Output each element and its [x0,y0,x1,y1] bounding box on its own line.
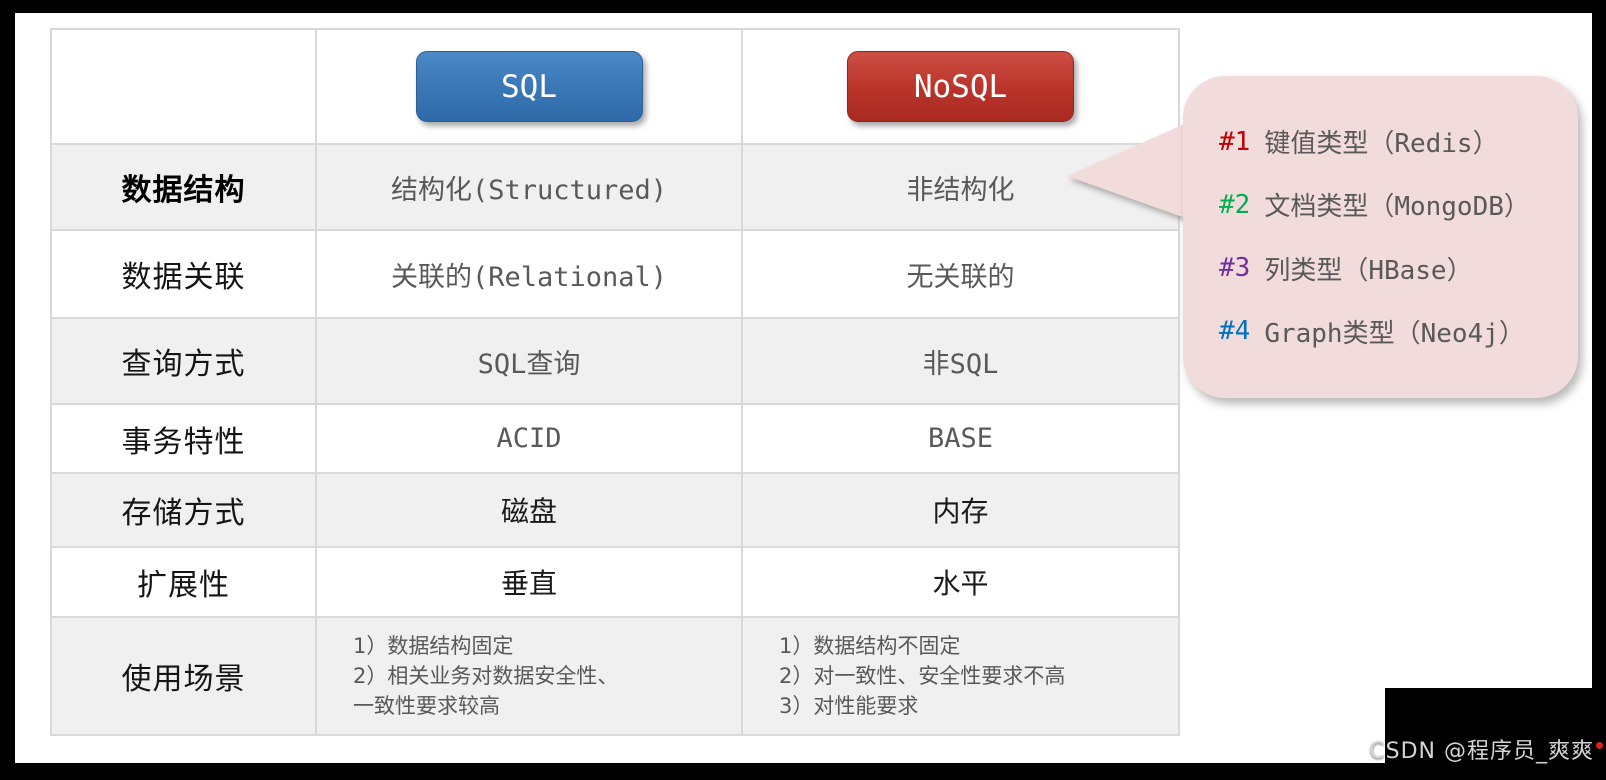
row-label-query-method: 查询方式 [52,319,315,403]
cell-nosql-data-relation: 无关联的 [743,231,1178,317]
red-dot [1596,742,1603,749]
nosql-types-callout: #1 键值类型（Redis） #2 文档类型（MongoDB） #3 列类型（H… [1183,76,1578,398]
sql-header-cell: SQL [317,30,741,143]
sql-use-case-line: 2）相关业务对数据安全性、 [353,664,619,688]
callout-item-graph: #4 Graph类型（Neo4j） [1219,313,1558,350]
cell-sql-transaction: ACID [317,405,741,472]
sql-use-case-line: 一致性要求较高 [353,694,500,718]
row-label-use-case: 使用场景 [52,618,315,734]
row-label-scalability: 扩展性 [52,548,315,616]
row-label-data-relation: 数据关联 [52,231,315,317]
nosql-header-cell: NoSQL [743,30,1178,143]
cell-sql-scalability: 垂直 [317,548,741,616]
row-label-transaction: 事务特性 [52,405,315,472]
sql-use-case-line: 1）数据结构固定 [353,634,514,658]
nosql-button[interactable]: NoSQL [847,51,1074,122]
cell-nosql-query-method: 非SQL [743,319,1178,403]
cell-sql-data-relation: 关联的(Relational) [317,231,741,317]
cell-nosql-use-case: 1）数据结构不固定 2）对一致性、安全性要求不高 3）对性能要求 [743,618,1178,734]
sql-button[interactable]: SQL [415,51,643,122]
bottom-right-black-region [1385,688,1606,780]
callout-num-3: #3 [1219,253,1251,284]
nosql-use-case-line: 2）对一致性、安全性要求不高 [779,664,1066,688]
callout-num-2: #2 [1219,189,1251,220]
callout-text-document: 文档类型（MongoDB） [1264,192,1530,223]
row-label-data-structure: 数据结构 [52,145,315,229]
cell-sql-use-case: 1）数据结构固定 2）相关业务对数据安全性、 一致性要求较高 [317,618,741,734]
nosql-use-case-line: 1）数据结构不固定 [779,634,961,658]
callout-item-column: #3 列类型（HBase） [1219,250,1558,287]
callout-num-4: #4 [1219,316,1251,347]
callout-item-document: #2 文档类型（MongoDB） [1219,186,1558,223]
callout-tail [1067,115,1205,225]
cell-nosql-transaction: BASE [743,405,1178,472]
cell-nosql-storage: 内存 [743,474,1178,546]
comparison-table: SQL NoSQL 数据结构 结构化(Structured) 非结构化 数据关联… [50,28,1180,736]
callout-num-1: #1 [1219,126,1251,157]
corner-cell [52,30,315,143]
callout-item-key-value: #1 键值类型（Redis） [1219,123,1558,160]
callout-text-graph: Graph类型（Neo4j） [1264,318,1525,349]
callout-text-key-value: 键值类型（Redis） [1264,129,1499,159]
row-label-storage: 存储方式 [52,474,315,546]
nosql-use-case-line: 3）对性能要求 [779,694,919,718]
cell-sql-query-method: SQL查询 [317,319,741,403]
cell-sql-data-structure: 结构化(Structured) [317,145,741,229]
callout-text-column: 列类型（HBase） [1264,255,1473,286]
cell-nosql-scalability: 水平 [743,548,1178,616]
csdn-watermark: CSDN @程序员_爽爽 [1369,739,1594,764]
cell-sql-storage: 磁盘 [317,474,741,546]
